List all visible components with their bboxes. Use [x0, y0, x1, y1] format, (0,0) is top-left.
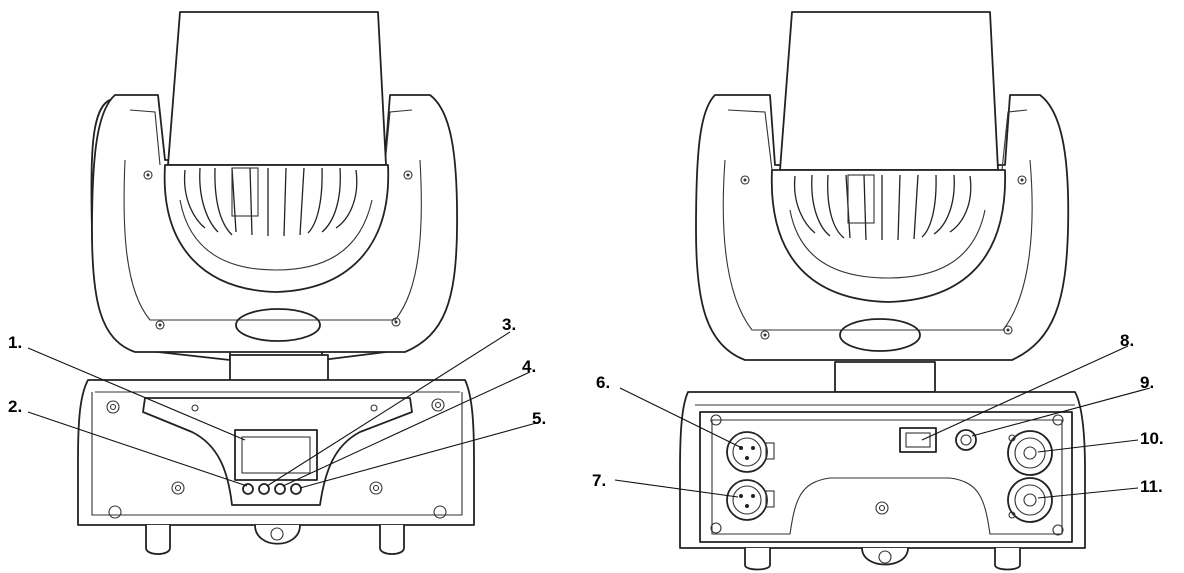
logo-oval — [235, 308, 321, 342]
rear-neck — [834, 361, 936, 393]
callout-6: 6. — [596, 373, 610, 392]
rear-right-foot — [994, 547, 1021, 571]
callout-3: 3. — [502, 315, 516, 334]
fuse-holder — [955, 429, 977, 451]
rear-moving-head — [779, 11, 999, 171]
rear-left-foot — [744, 547, 771, 571]
button-down — [274, 483, 286, 495]
front-view-fixture — [77, 11, 475, 555]
callout-1: 1. — [8, 333, 22, 352]
callout-4: 4. — [522, 357, 536, 376]
left-foot — [145, 524, 171, 555]
leader-lines — [27, 331, 1151, 499]
safety-loop — [254, 524, 301, 545]
button-mode — [242, 483, 254, 495]
power-switch — [899, 427, 937, 453]
callout-labels: 1. 2. 3. 4. 5. 6. 7. 8. 9. 10. 11. — [8, 315, 1164, 496]
callout-7: 7. — [592, 471, 606, 490]
rear-view-fixture — [679, 11, 1086, 571]
callout-8: 8. — [1120, 331, 1134, 350]
callout-10: 10. — [1140, 429, 1164, 448]
rear-safety-loop — [861, 547, 909, 566]
cooling-fins — [183, 167, 358, 237]
rear-logo-oval — [839, 318, 921, 352]
callout-9: 9. — [1140, 373, 1154, 392]
callout-5: 5. — [532, 409, 546, 428]
power-output-connector — [1007, 477, 1053, 523]
neck — [229, 354, 329, 382]
callout-2: 2. — [8, 397, 22, 416]
callout-11: 11. — [1140, 477, 1163, 496]
rear-cooling-fins — [793, 174, 972, 241]
button-enter — [290, 483, 302, 495]
dmx-output-connector — [726, 479, 775, 521]
dmx-input-connector — [726, 431, 775, 473]
power-input-connector — [1007, 430, 1053, 476]
button-up — [258, 483, 270, 495]
moving-head — [167, 11, 387, 166]
connector-panel — [699, 411, 1073, 543]
right-foot — [379, 524, 405, 555]
